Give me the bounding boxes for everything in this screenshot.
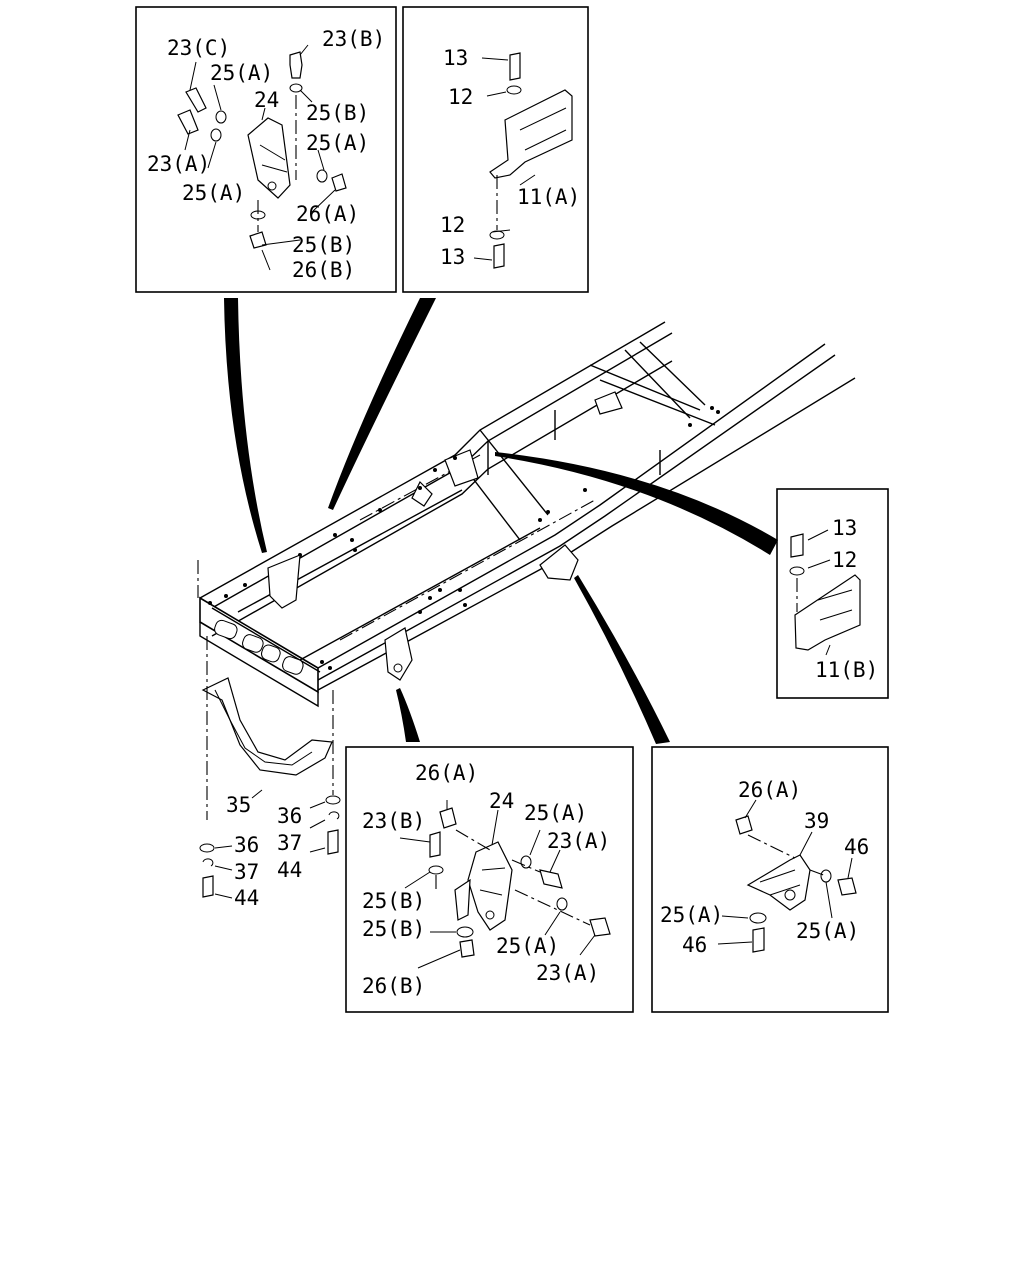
callout: 36 — [234, 833, 259, 857]
leader-wedges — [224, 298, 778, 744]
detail-box-top-middle: 13 12 11(A) 12 13 — [402, 6, 589, 293]
callouts-top-middle: 13 12 11(A) 12 13 — [440, 46, 580, 269]
callouts-bottom-right: 26(A) 39 46 25(A) 25(A) 46 — [660, 778, 869, 957]
callout: 37 — [277, 831, 302, 855]
callout: 25(A) — [182, 181, 245, 205]
callout: 25(B) — [292, 233, 355, 257]
callout: 25(A) — [210, 61, 273, 85]
callout: 26(A) — [415, 761, 478, 785]
lower-left-fasteners: 35 36 37 44 36 37 44 — [199, 789, 341, 910]
rivets — [208, 406, 720, 670]
callout: 46 — [682, 933, 707, 957]
callout: 24 — [489, 789, 514, 813]
callout: 25(A) — [660, 903, 723, 927]
callout: 25(A) — [496, 934, 559, 958]
callout: 37 — [234, 860, 259, 884]
detail-box-right: 13 12 11(B) — [776, 488, 889, 699]
callout: 26(A) — [296, 202, 359, 226]
callout: 23(B) — [362, 809, 425, 833]
detail-box-top-left: 23(C) 23(B) 25(A) 24 25(B) 25(A) 23(A) 2… — [135, 6, 397, 293]
callout: 44 — [234, 886, 259, 910]
callouts-top-left: 23(C) 23(B) 25(A) 24 25(B) 25(A) 23(A) 2… — [147, 27, 385, 282]
callout: 26(B) — [292, 258, 355, 282]
callout: 25(A) — [796, 919, 859, 943]
callouts-lower-left: 35 36 37 44 36 37 44 — [226, 793, 302, 910]
callout: 24 — [254, 88, 279, 112]
callout: 46 — [844, 835, 869, 859]
callout: 13 — [832, 516, 857, 540]
callouts-bottom-middle: 26(A) 24 25(A) 23(B) 23(A) 25(B) 25(B) 2… — [362, 761, 610, 998]
callout: 25(B) — [362, 889, 425, 913]
callout: 35 — [226, 793, 251, 817]
callout: 12 — [832, 548, 857, 572]
chassis-frame — [197, 321, 856, 820]
callout: 23(A) — [547, 829, 610, 853]
callout: 25(B) — [306, 101, 369, 125]
callout: 39 — [804, 809, 829, 833]
detail-box-bottom-right: 26(A) 39 46 25(A) 25(A) 46 — [651, 746, 889, 1013]
callout: 13 — [443, 46, 468, 70]
callout: 26(A) — [738, 778, 801, 802]
callout: 25(B) — [362, 917, 425, 941]
callout: 23(A) — [536, 961, 599, 985]
detail-box-bottom-middle: 26(A) 24 25(A) 23(B) 23(A) 25(B) 25(B) 2… — [345, 746, 634, 1013]
callout: 25(A) — [306, 131, 369, 155]
callout: 23(C) — [167, 36, 230, 60]
callout: 12 — [440, 213, 465, 237]
callout: 23(B) — [322, 27, 385, 51]
callout: 11(A) — [517, 185, 580, 209]
callout: 23(A) — [147, 152, 210, 176]
callout: 25(A) — [524, 801, 587, 825]
callout: 36 — [277, 804, 302, 828]
callout: 11(B) — [815, 658, 878, 682]
callout: 12 — [448, 85, 473, 109]
callouts-right: 13 12 11(B) — [815, 516, 878, 682]
callout: 13 — [440, 245, 465, 269]
callout: 26(B) — [362, 974, 425, 998]
callout: 44 — [277, 858, 302, 882]
